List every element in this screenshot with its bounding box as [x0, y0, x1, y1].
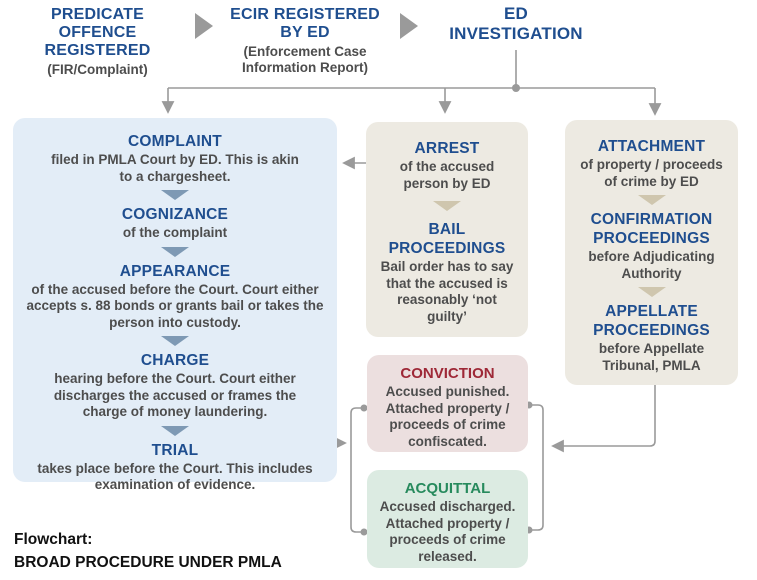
complaint-body: filed in PMLA Court by ED. This is akin … [51, 152, 299, 184]
step-charge: CHARGE hearing before the Court. Court e… [25, 351, 325, 421]
acquittal-box: ACQUITTAL Accused discharged. Attached p… [367, 470, 528, 568]
cognizance-body: of the complaint [122, 225, 228, 240]
acquittal-body: Accused discharged. Attached property / … [379, 499, 516, 564]
step-trial: TRIAL takes place before the Court. This… [25, 441, 325, 494]
attachment-box: ATTACHMENT of property / proceeds of cri… [565, 120, 738, 385]
attachment-title: ATTACHMENT [597, 138, 706, 155]
bail-proceedings-body: Bail order has to say that the accused i… [380, 259, 514, 324]
ecir-subtitle: (Enforcement Case Information Report) [242, 44, 368, 75]
arrow-down-icon [161, 246, 189, 257]
step-bail-proceedings: BAIL PROCEEDINGS Bail order has to say t… [377, 220, 517, 325]
step-appearance: APPEARANCE of the accused before the Cou… [25, 262, 325, 332]
conviction-body: Accused punished. Attached property / pr… [385, 384, 510, 449]
charge-body: hearing before the Court. Court either d… [53, 371, 297, 419]
arrow-down-icon [637, 287, 666, 297]
attachment-body: of property / proceeds of crime by ED [580, 157, 723, 189]
confirmation-proceedings-body: before Adjudicating Authority [588, 249, 715, 281]
bail-proceedings-title: BAIL PROCEEDINGS [388, 221, 506, 257]
step-complaint: COMPLAINT filed in PMLA Court by ED. Thi… [25, 132, 325, 185]
arrest-title: ARREST [414, 140, 480, 157]
step-arrest: ARREST of the accused person by ED [377, 139, 517, 192]
court-proceedings-box: COMPLAINT filed in PMLA Court by ED. Thi… [13, 118, 337, 492]
confirmation-proceedings-title: CONFIRMATION PROCEEDINGS [590, 211, 713, 247]
ecir-title: ECIR REGISTERED BY ED [230, 6, 380, 41]
step-cognizance: COGNIZANCE of the complaint [25, 205, 325, 242]
caption-label: Flowchart: [14, 531, 93, 548]
trial-title: TRIAL [151, 441, 199, 459]
arrest-body: of the accused person by ED [399, 159, 495, 191]
trial-body: takes place before the Court. This inclu… [37, 460, 313, 493]
header-step-ecir: ECIR REGISTERED BY ED (Enforcement Case … [225, 6, 385, 76]
caption-title: BROAD PROCEDURE UNDER PMLA [14, 554, 282, 571]
arrow-right-icon [400, 13, 418, 39]
conviction-title: CONVICTION [400, 365, 495, 382]
arrow-down-icon [161, 425, 189, 436]
arrow-down-icon [637, 195, 666, 205]
ed-investigation-title: ED INVESTIGATION [449, 4, 583, 43]
arrow-down-icon [433, 201, 461, 211]
cognizance-title: COGNIZANCE [121, 206, 229, 223]
conviction-box: CONVICTION Accused punished. Attached pr… [367, 355, 528, 452]
arrow-down-icon [161, 336, 189, 346]
predicate-offence-subtitle: (FIR/Complaint) [47, 62, 148, 77]
header-step-ed-investigation: ED INVESTIGATION [441, 4, 591, 44]
appearance-title: APPEARANCE [119, 262, 231, 280]
appellate-proceedings-body: before Appellate Tribunal, PMLA [598, 341, 705, 373]
appellate-proceedings-title: APPELLATE PROCEEDINGS [593, 303, 710, 339]
step-appellate-proceedings: APPELLATE PROCEEDINGS before Appellate T… [577, 302, 726, 374]
complaint-title: COMPLAINT [128, 133, 222, 150]
header-step-predicate-offence: PREDICATE OFFENCE REGISTERED (FIR/Compla… [10, 6, 185, 78]
charge-title: CHARGE [140, 352, 210, 369]
step-attachment: ATTACHMENT of property / proceeds of cri… [577, 137, 726, 190]
arrest-box: ARREST of the accused person by ED BAIL … [366, 122, 528, 337]
acquittal-title: ACQUITTAL [404, 480, 491, 497]
predicate-offence-title: PREDICATE OFFENCE REGISTERED [44, 6, 151, 59]
caption: Flowchart: BROAD PROCEDURE UNDER PMLA [14, 528, 282, 574]
arrow-right-icon [195, 13, 213, 39]
arrow-down-icon [161, 190, 189, 200]
step-confirmation-proceedings: CONFIRMATION PROCEEDINGS before Adjudica… [577, 210, 726, 282]
appearance-body: of the accused before the Court. Court e… [26, 281, 324, 330]
